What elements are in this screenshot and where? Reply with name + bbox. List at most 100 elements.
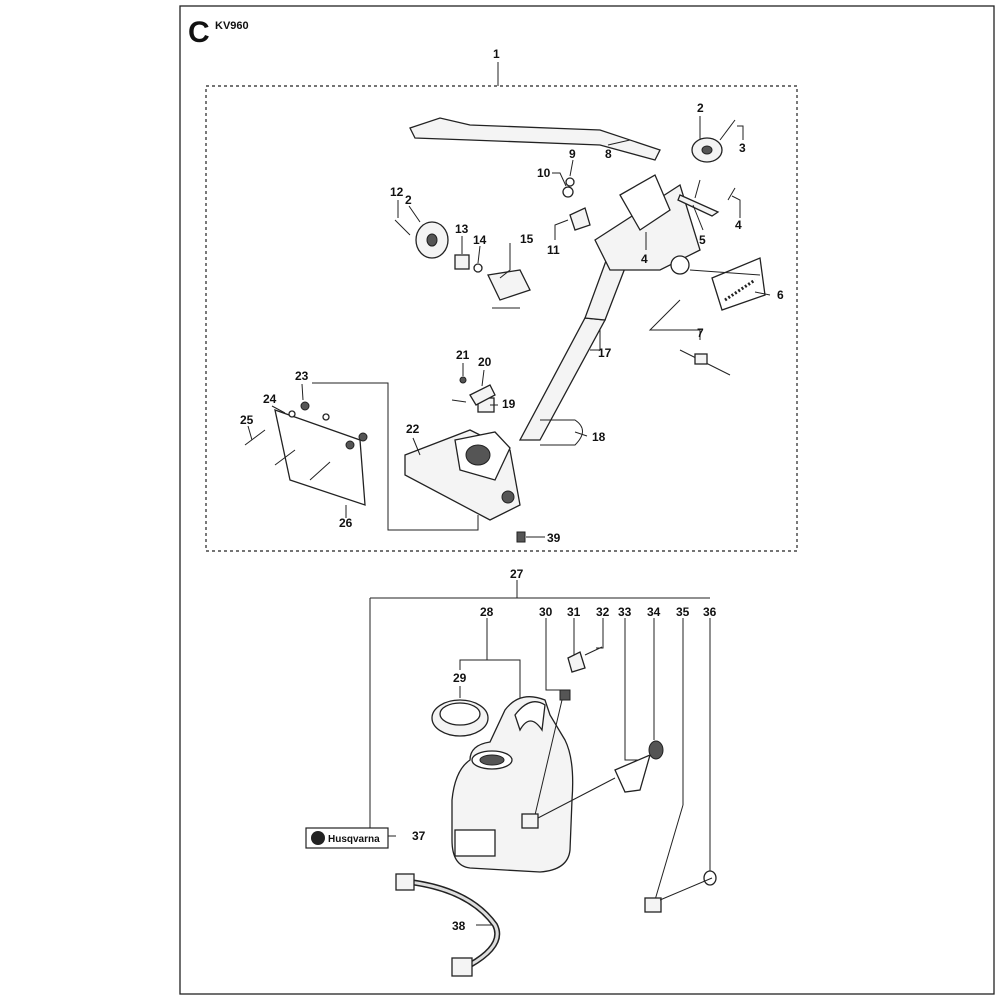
tank-tube [534,699,563,816]
cover-plate [274,409,366,506]
callout-28: 28 [480,605,494,619]
bolt-25a [244,429,266,446]
outlet-link [537,777,616,819]
callout-15: 15 [520,232,534,246]
callout-9: 9 [569,147,576,161]
leader-25 [247,425,253,441]
tank-handle [514,701,546,732]
callout-1: 1 [493,47,500,61]
brand-decal-text: Husqvarna [328,834,380,845]
section-letter: C [188,16,210,49]
sleeve [454,254,470,270]
callout-13: 13 [455,222,469,236]
tank-neck-opening [479,754,505,766]
leader-23 [301,383,304,401]
tank-outlet-fitting [521,813,539,829]
callout-8: 8 [605,147,612,161]
callout-26: 26 [339,516,353,530]
screw-12 [394,219,411,236]
screw-39 [516,531,526,543]
callout-labels: 1 2 3 8 9 10 12 2 4 13 15 5 14 11 4 6 7 … [240,47,784,933]
callout-2-left: 2 [405,193,412,207]
callout-39: 39 [547,531,561,545]
assembly-1-boundary [205,85,798,552]
hose-inner [409,880,499,967]
leader-30 [545,618,560,691]
screw-4-right [727,187,736,201]
screw-3 [719,119,736,141]
tank-cap-top [439,702,481,726]
bolt-25c [309,461,331,481]
washer-10 [562,186,574,198]
callout-6: 6 [777,288,784,302]
nut-23 [300,401,310,411]
callout-2-top: 2 [697,101,704,115]
callout-30: 30 [539,605,553,619]
screw-20 [451,399,467,403]
leader-20 [481,369,485,387]
rod-fitting [644,897,662,913]
callout-38: 38 [452,919,466,933]
callout-21: 21 [456,348,470,362]
knob-right-hub [701,145,713,155]
leader-17 [590,330,601,351]
clip-31 [567,651,586,673]
callout-4-right: 4 [735,218,742,232]
leader-5 [692,204,704,231]
callout-12: 12 [390,185,404,199]
leader-10 [552,172,567,187]
clamp [487,269,531,301]
group-bar-28 [459,659,521,710]
callout-25: 25 [240,413,254,427]
spring-card [711,257,766,311]
washer-24a [288,410,296,418]
callout-20: 20 [478,355,492,369]
leader-2b [408,205,421,223]
callout-36: 36 [703,605,717,619]
callout-37: 37 [412,829,426,843]
callout-14: 14 [473,233,487,247]
callout-3: 3 [739,141,746,155]
bracket-33 [614,753,652,793]
washer [473,263,483,273]
callout-24: 24 [263,392,277,406]
brand-logo-icon [311,831,325,845]
plate-20 [469,384,496,406]
bracket-11 [569,207,591,231]
rod-35 [654,804,684,901]
callout-33: 33 [618,605,632,619]
leader-3 [737,125,744,140]
leader-14 [477,245,481,264]
callout-23: 23 [295,369,309,383]
callout-19: 19 [502,397,516,411]
brand-decal [305,827,389,849]
callout-10: 10 [537,166,551,180]
grommet-30 [559,689,571,701]
leader-18 [574,431,588,437]
leader-8 [607,139,631,146]
handle-top-plate [619,174,671,231]
nut-34 [648,740,664,760]
housing-opening [465,444,491,466]
nut-right-a [345,440,355,450]
knob-left-hub [426,233,438,247]
washer-9 [565,177,575,187]
nut-right-b [358,432,368,442]
leader-9 [569,159,574,177]
hose-fitting-bottom [451,957,473,977]
callout-7: 7 [697,326,704,340]
callout-32: 32 [596,605,610,619]
leader-4b [731,195,741,218]
callout-35: 35 [676,605,690,619]
callout-17: 17 [598,346,612,360]
cable-nipple [694,353,708,365]
page-border [179,5,995,995]
stirrup [540,419,583,446]
nut-21 [459,376,467,384]
washer-24b [322,413,330,421]
leader-33 [624,618,643,761]
spring-link [689,269,761,276]
screw-4-upper [694,179,701,199]
